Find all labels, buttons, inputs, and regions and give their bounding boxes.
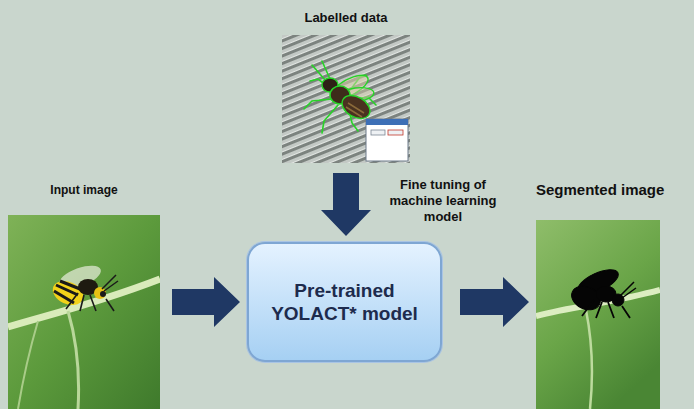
image-heading: Labelled data [282, 8, 410, 28]
model-label: Pre-trained YOLACT* model [249, 279, 440, 325]
model-box: Pre-trained YOLACT* model [247, 242, 442, 362]
arrow-label: Fine tuning of machine learning model [382, 177, 504, 225]
image-panel: Segmented image [536, 180, 660, 409]
image-heading: Input image [8, 180, 160, 200]
block-arrow [172, 277, 240, 327]
labelled-photo [282, 35, 410, 163]
image-heading: Segmented image [536, 180, 660, 200]
block-arrow [460, 277, 529, 327]
image-panel: Labelled data [282, 8, 410, 163]
segmented-photo [536, 220, 660, 409]
input-photo [8, 215, 160, 409]
image-panel: Input image [8, 180, 160, 409]
block-arrow [321, 173, 371, 236]
